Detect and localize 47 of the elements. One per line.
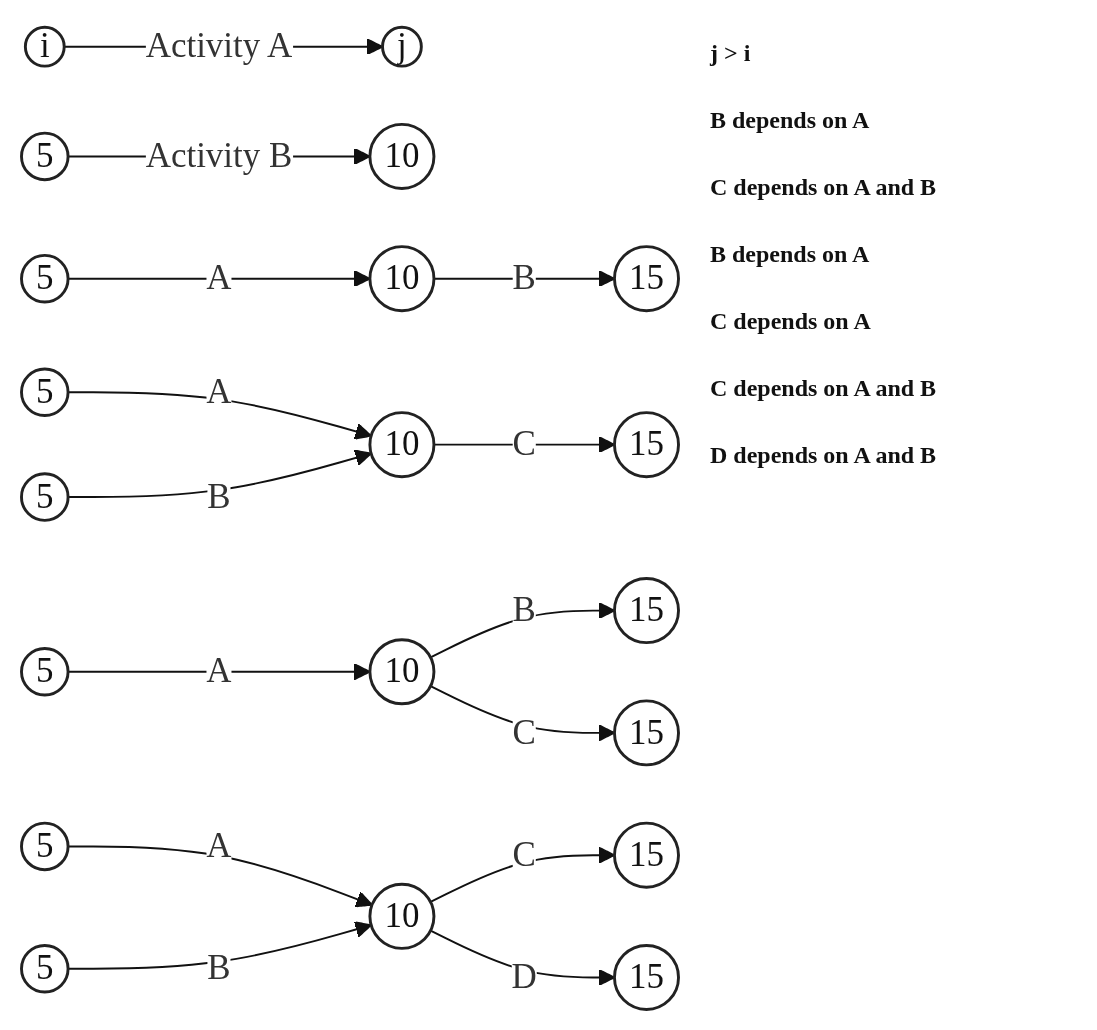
- note-text: C depends on A and B: [710, 174, 938, 201]
- edge-label: C: [512, 424, 536, 464]
- arrow: [67, 449, 372, 499]
- node-circle: 15: [613, 943, 680, 1011]
- arrow: [67, 663, 371, 681]
- edge-label: A: [206, 651, 232, 691]
- node-circle: 5: [20, 131, 70, 182]
- note-text: j > i: [710, 40, 752, 67]
- node-circle: 15: [613, 245, 680, 313]
- arrow: [67, 270, 371, 288]
- node-circle: 10: [368, 638, 436, 706]
- node-circle: 10: [368, 882, 436, 950]
- node-circle: 5: [20, 821, 70, 872]
- node-circle: 5: [20, 647, 70, 697]
- edge-label: B: [207, 948, 231, 988]
- edge-label: C: [512, 712, 536, 752]
- arrow: [67, 921, 372, 970]
- arrow: [67, 845, 373, 908]
- node-circle: 5: [20, 472, 70, 522]
- node-circle: 10: [368, 411, 436, 479]
- edge-label: C: [512, 834, 536, 874]
- node-circle: 5: [20, 943, 70, 994]
- node-circle: i: [23, 25, 66, 68]
- note-text: B depends on A: [710, 107, 871, 134]
- edge-label: Activity B: [145, 136, 293, 175]
- note-text: B depends on A: [710, 241, 871, 268]
- node-circle: 15: [613, 411, 680, 479]
- note-text: C depends on A and B: [710, 375, 938, 402]
- note-text: D depends on A and B: [710, 442, 938, 469]
- arrow: [67, 391, 372, 440]
- edge-label: D: [511, 957, 537, 996]
- node-circle: j: [381, 25, 423, 68]
- edge-label: B: [207, 476, 231, 516]
- edge-label: B: [512, 258, 536, 298]
- edge-label: A: [206, 826, 232, 865]
- edge-label: Activity A: [145, 26, 293, 66]
- edge-label: A: [206, 371, 232, 411]
- node-circle: 15: [613, 699, 680, 767]
- edge-label: A: [206, 258, 232, 298]
- node-circle: 10: [368, 245, 436, 313]
- node-circle: 15: [613, 577, 680, 645]
- note-text: C depends on A: [710, 308, 872, 335]
- node-circle: 15: [613, 821, 680, 889]
- edge-label: B: [512, 590, 536, 630]
- node-circle: 10: [368, 122, 436, 190]
- node-circle: 5: [20, 367, 70, 417]
- node-circle: 5: [20, 253, 70, 304]
